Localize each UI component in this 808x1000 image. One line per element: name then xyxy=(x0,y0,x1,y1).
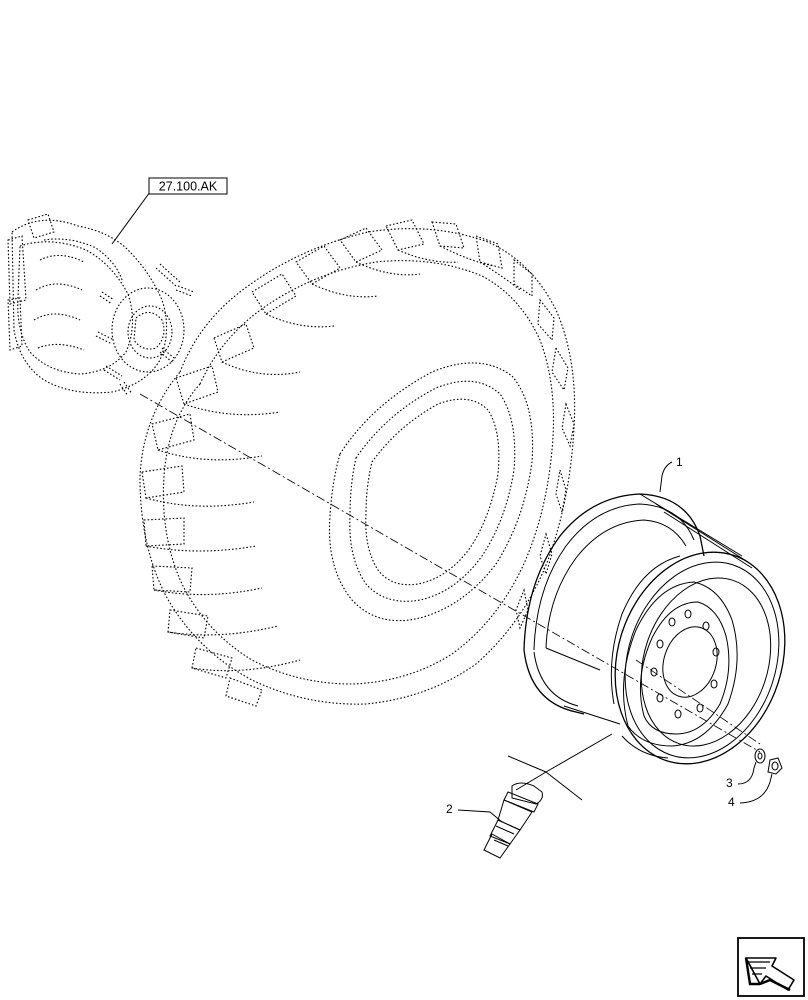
reference-leader-line xyxy=(111,191,151,245)
callout-4: 4 xyxy=(728,773,773,809)
assembly-axis-line xyxy=(139,393,761,753)
navigation-button[interactable] xyxy=(737,937,805,997)
wheel-nut xyxy=(767,757,783,775)
callout-2: 2 xyxy=(446,802,503,823)
wheel-rim xyxy=(523,493,786,765)
arrow-nav-icon xyxy=(744,957,795,992)
stud-axis-line xyxy=(635,659,761,745)
callout-1-label: 1 xyxy=(676,455,683,469)
axle-hub-assembly xyxy=(7,213,195,397)
reference-link-27-100-ak[interactable]: 27.100.AK xyxy=(148,177,228,195)
valve-leader-to-rim xyxy=(545,733,613,773)
valve-stem xyxy=(483,782,543,859)
callout-3: 3 xyxy=(726,761,757,790)
callout-4-label: 4 xyxy=(728,795,735,809)
washer xyxy=(754,748,766,764)
callout-3-label: 3 xyxy=(726,776,733,790)
callout-1: 1 xyxy=(659,455,683,493)
valve-leader-bracket-tail xyxy=(545,771,583,801)
callout-2-label: 2 xyxy=(446,802,453,816)
tire-outline xyxy=(139,219,576,707)
reference-box-label: 27.100.AK xyxy=(159,180,218,194)
